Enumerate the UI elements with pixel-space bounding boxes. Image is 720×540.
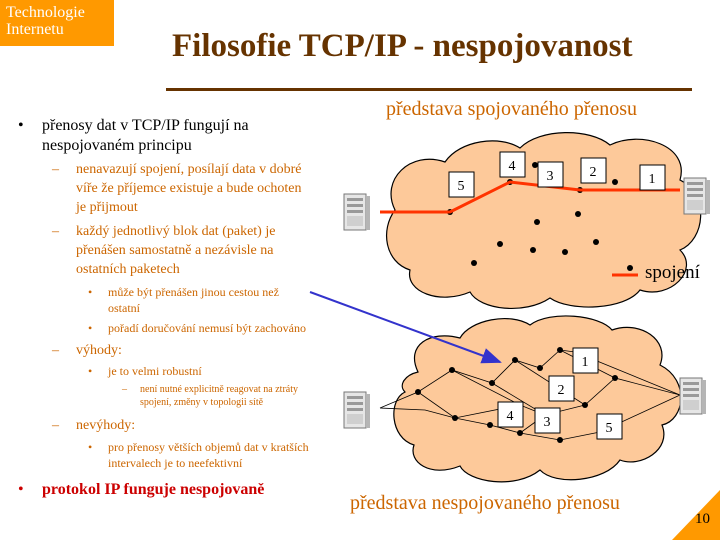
sub-2-line3: ostatních paketech [76, 262, 180, 277]
sub-2-line1: každý jednotlivý blok dat (paket) je [76, 224, 276, 239]
packet-box: 1 [639, 164, 666, 191]
sub-2b: pořadí doručování nemusí být zachováno [108, 321, 306, 335]
packet-box: 4 [497, 401, 524, 428]
packet-box: 3 [537, 161, 564, 188]
packet-number: 5 [606, 421, 613, 436]
course-tag-line1: Technologie [6, 4, 85, 21]
bottom-diagram-caption: představa nespojovaného přenosu [350, 492, 620, 514]
sub-2a-line2: ostatní [108, 301, 140, 315]
sub-2-line2: přenášen samostatně a nezávisle na [76, 243, 274, 258]
connection-path [380, 180, 680, 214]
packet-number: 2 [590, 165, 597, 180]
advantage-a1-line2: spojení, změny v topologii sítě [140, 397, 264, 408]
packet-number: 3 [544, 415, 551, 430]
small-bullet: • [88, 364, 93, 378]
tiny-dash: – [122, 384, 127, 395]
packet-number: 1 [649, 172, 656, 187]
cloud-connectionless [393, 315, 682, 483]
packet-box: 4 [499, 151, 526, 178]
advantages-label: výhody: [76, 343, 122, 358]
small-bullet: • [88, 285, 93, 299]
pointer-arrow [309, 291, 502, 364]
disadvantage-a-line1: pro přenosy větších objemů dat v kratšíc… [108, 440, 309, 454]
top-diagram-caption: představa spojovaného přenosu [386, 98, 638, 120]
sub-1-line2: víře že příjemce existuje a bude ochoten [76, 181, 302, 196]
course-tag-line2: Internetu [6, 21, 64, 38]
packet-number: 2 [558, 383, 565, 398]
bullet-1-line1: přenosy dat v TCP/IP fungují na [42, 117, 249, 134]
dash-marker: – [52, 418, 59, 433]
course-tag: Technologie Internetu [0, 0, 114, 46]
small-bullet: • [88, 321, 93, 335]
packet-box: 2 [580, 157, 607, 184]
server-icon [343, 193, 371, 231]
title-underline [166, 88, 692, 91]
packet-number: 5 [458, 179, 465, 194]
packet-box: 3 [534, 407, 561, 434]
small-bullet: • [88, 440, 93, 454]
dash-marker: – [52, 343, 59, 358]
dash-marker: – [52, 162, 59, 177]
server-icon [683, 177, 711, 215]
disadvantages-label: nevýhody: [76, 418, 136, 433]
bullet-1-line2: nespojovaném principu [42, 137, 192, 154]
corner-triangle [672, 490, 720, 540]
page-number: 10 [695, 511, 710, 527]
sub-1-line3: je přijmout [76, 200, 138, 215]
packet-box: 2 [548, 375, 575, 402]
packet-number: 4 [509, 159, 516, 174]
packet-number: 4 [507, 409, 514, 424]
advantage-a: je to velmi robustní [108, 364, 202, 378]
packet-number: 3 [547, 169, 554, 184]
sub-2a-line1: může být přenášen jinou cestou než [108, 285, 279, 299]
dash-marker: – [52, 224, 59, 239]
packet-box: 5 [448, 171, 475, 198]
packet-box: 1 [572, 347, 599, 374]
server-icon [343, 391, 371, 429]
packet-box: 5 [596, 413, 623, 440]
legend-label: spojení [645, 262, 700, 283]
slide-title: Filosofie TCP/IP - nespojovanost [172, 28, 633, 64]
advantage-a1-line1: není nutné explicitně reagovat na ztráty [140, 384, 298, 395]
disadvantage-a-line2: intervalech je to neefektivní [108, 456, 243, 470]
sub-1-line1: nenavazují spojení, posílají data v dobr… [76, 162, 302, 177]
bullet-dot: • [18, 117, 24, 134]
bullet-dot: • [18, 481, 24, 498]
packet-number: 1 [582, 355, 589, 370]
bullet-2: protokol IP funguje nespojovaně [42, 481, 265, 498]
server-icon [679, 377, 707, 415]
